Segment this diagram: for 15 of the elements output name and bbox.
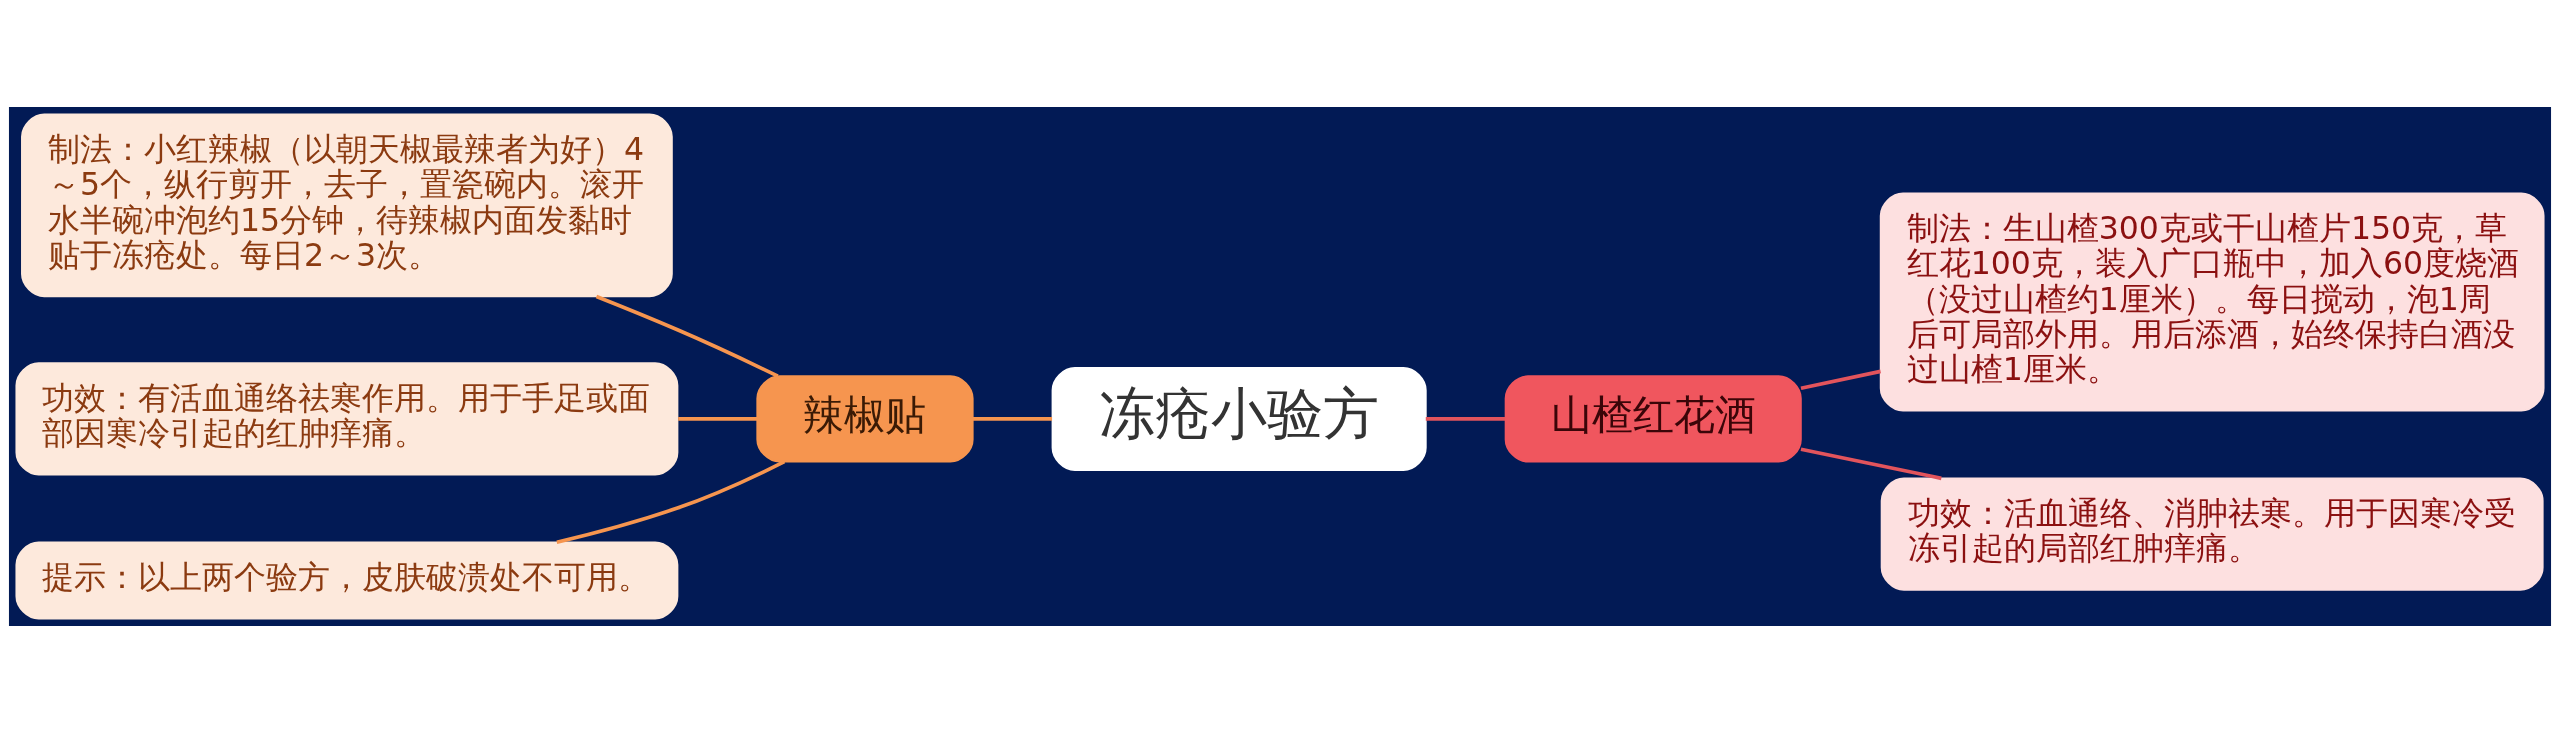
connector bbox=[1425, 417, 1506, 421]
node-box: 制法：生山楂300克或干山楂片150克，草红花100克，装入广口瓶中，加入60度烧酒（没过山楂约1厘米）。每日搅动，泡1周后可局部外用。用后添酒，始终保持白酒没过山楂1厘米。 bbox=[1879, 192, 2545, 412]
connector bbox=[1800, 447, 1942, 481]
connector bbox=[973, 417, 1053, 421]
node-box: 功效：有活血通络祛寒作用。用于手足或面部因寒冷引起的红肿痒痛。 bbox=[15, 362, 679, 476]
node-box: 冻疮小验方 bbox=[1051, 366, 1427, 471]
connector bbox=[556, 460, 786, 545]
node-box: 提示：以上两个验方，皮肤破溃处不可用。 bbox=[15, 541, 679, 620]
connector bbox=[595, 294, 779, 378]
connector bbox=[678, 417, 758, 421]
node-box: 制法：小红辣椒（以朝天椒最辣者为好）4～5个，纵行剪开，去子，置瓷碗内。滚开水半碗冲泡约15分钟，待辣椒内面发黏时贴于冻疮处。每日2～3次。 bbox=[21, 113, 673, 298]
node-box: 功效：活血通络、消肿祛寒。用于因寒冷受冻引起的局部红肿痒痛。 bbox=[1880, 477, 2544, 591]
node-box: 山楂红花酒 bbox=[1504, 375, 1802, 463]
node-box: 辣椒贴 bbox=[756, 375, 974, 463]
connector bbox=[1800, 369, 1881, 391]
